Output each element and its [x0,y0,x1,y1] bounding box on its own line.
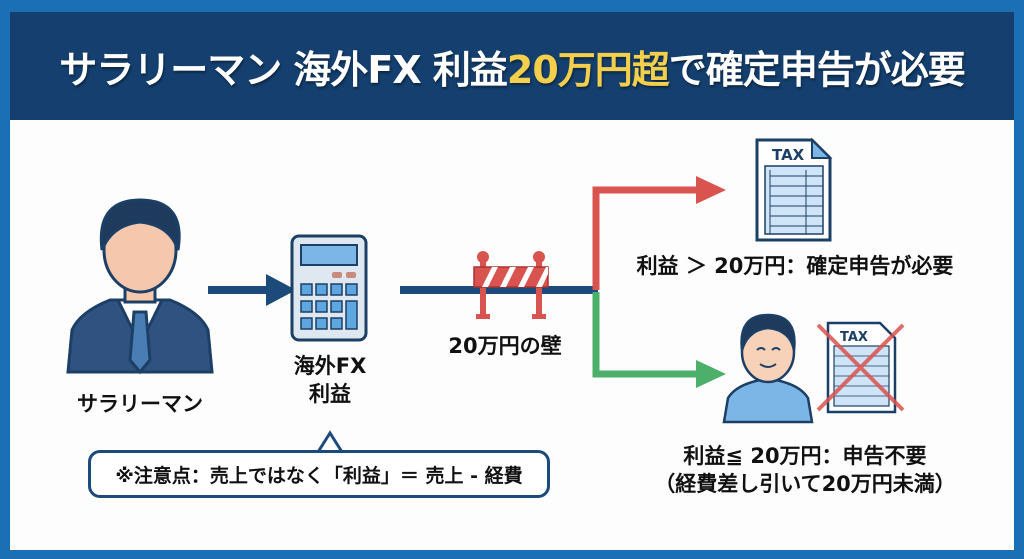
page-title: サラリーマン 海外FX 利益20万円超で確定申告が必要 [59,47,966,92]
note-callout: ※注意点：売上ではなく「利益」＝ 売上 - 経費 [88,450,550,498]
wall-label: 20万円の壁 [448,334,562,358]
tax-doc-text: TAX [772,146,805,164]
arrow-right-icon [208,274,296,306]
flow-line [400,286,598,294]
title-highlight: 20万円超 [506,47,670,92]
person-icon [722,313,814,424]
cross-icon [816,323,905,412]
below-threshold-label: 利益≦ 20万円：申告不要 [683,444,927,468]
branch-up-arrow [592,176,726,290]
barricade-icon [473,251,549,319]
callout-tail [316,430,344,453]
fx-label-line2: 利益 [309,382,351,406]
tax-doc-crossed-text: TAX [840,330,868,345]
above-threshold-label: 利益 ＞ 20万円：確定申告が必要 [636,254,954,278]
header-banner: サラリーマン 海外FX 利益20万円超で確定申告が必要 [10,12,1014,120]
fx-label-line1: 海外FX [293,354,367,378]
salaryman-icon [66,198,214,375]
below-threshold-note: （経費差し引いて20万円未満） [654,472,956,496]
tax-document-crossed-icon: TAX [816,321,905,414]
calculator-icon [290,234,368,342]
tax-document-icon: TAX [755,137,833,242]
note-text: ※注意点：売上ではなく「利益」＝ 売上 - 経費 [115,464,523,487]
salaryman-label: サラリーマン [77,392,203,416]
branch-down-arrow [592,292,726,388]
